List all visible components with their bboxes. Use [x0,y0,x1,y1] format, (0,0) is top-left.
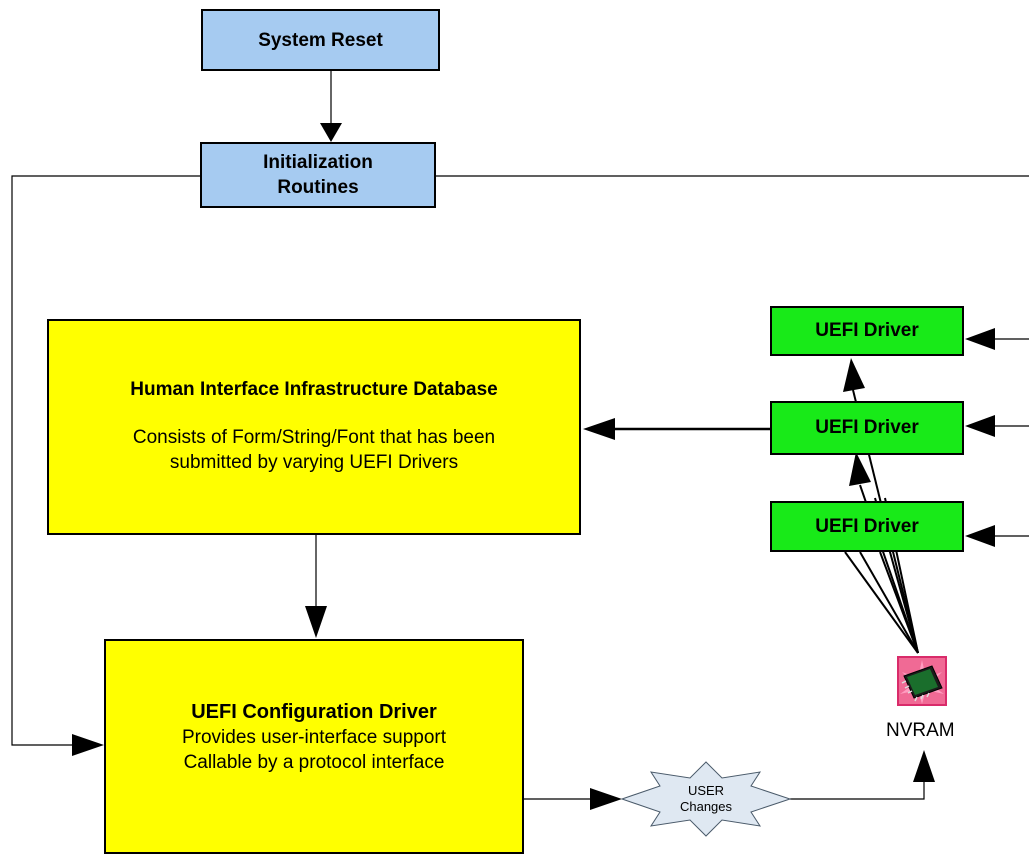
uefi-driver-node-3: UEFI Driver [770,501,964,552]
arrowhead-right-to-driver3 [965,525,995,547]
uefi-config-driver-line1: Provides user-interface support [181,726,446,748]
connector-init-to-config [11,175,200,746]
uefi-driver-node-1: UEFI Driver [770,306,964,356]
arrowhead-right-to-driver1 [965,328,995,350]
arrowhead-hii-to-config [305,606,327,638]
nvram-label: NVRAM [886,720,955,741]
arrowhead-init-to-config [72,734,104,756]
uefi-driver-label-3: UEFI Driver [815,515,919,537]
nvram-line-to-driver3-b [859,551,919,654]
arrowhead-reset-to-init [320,123,342,142]
nvram-line-to-driver3-a [844,551,919,654]
hii-database-title: Human Interface Infrastructure Database [130,379,498,400]
initialization-routines-node: Initialization Routines [200,142,436,208]
uefi-config-driver-title: UEFI Configuration Driver [191,700,437,723]
hii-database-node: Human Interface Infrastructure Database … [47,319,581,535]
arrowhead-driver-to-hii [583,418,615,440]
uefi-driver-node-2: UEFI Driver [770,401,964,455]
uefi-config-driver-line2: Callable by a protocol interface [183,751,445,773]
arrowhead-config-to-changes [590,788,622,810]
user-changes-line2: Changes [680,799,733,814]
system-reset-node: System Reset [201,9,440,71]
uefi-configuration-driver-node: UEFI Configuration Driver Provides user-… [104,639,524,854]
user-changes-starburst [620,761,792,837]
arrowhead-changes-to-nvram [913,750,935,782]
hii-database-desc-line2: submitted by varying UEFI Drivers [169,452,459,473]
initialization-label-line2: Routines [277,177,359,198]
nvram-line-to-driver3-c [879,551,919,654]
uefi-driver-label-2: UEFI Driver [815,417,919,438]
arrowhead-right-to-driver2 [965,415,995,437]
initialization-label-line1: Initialization [263,152,373,173]
arrowhead-nvram-to-driver1 [843,358,865,392]
system-reset-label: System Reset [258,29,383,51]
memory-chip-icon [897,656,947,706]
connector-changes-to-nvram [790,775,925,800]
arrowhead-nvram-to-driver2 [849,452,871,486]
user-changes-line1: USER [688,783,724,798]
uefi-driver-label-1: UEFI Driver [815,320,919,341]
hii-database-desc-line1: Consists of Form/String/Font that has be… [132,427,496,448]
